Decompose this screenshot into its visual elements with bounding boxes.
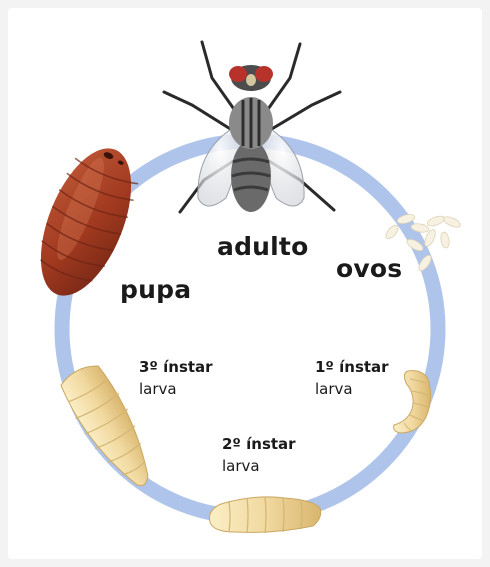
- instar-3-title: 3º ínstar: [137, 356, 218, 378]
- larva-icon: [209, 497, 320, 533]
- instar-2-title: 2º ínstar: [220, 433, 301, 455]
- instar-1-sub: larva: [313, 378, 394, 400]
- label-pupa: pupa: [120, 275, 191, 304]
- instar-1-title: 1º ínstar: [313, 356, 394, 378]
- label-instar-3: 3º ínstar larva: [137, 356, 218, 400]
- label-eggs: ovos: [336, 254, 402, 283]
- fly-icon: [164, 42, 340, 212]
- instar-3-sub: larva: [137, 378, 218, 400]
- instar-2-sub: larva: [220, 455, 301, 477]
- label-instar-1: 1º ínstar larva: [313, 356, 394, 400]
- label-adult: adulto: [217, 232, 308, 261]
- label-instar-2: 2º ínstar larva: [220, 433, 301, 477]
- larva-icon: [394, 371, 431, 433]
